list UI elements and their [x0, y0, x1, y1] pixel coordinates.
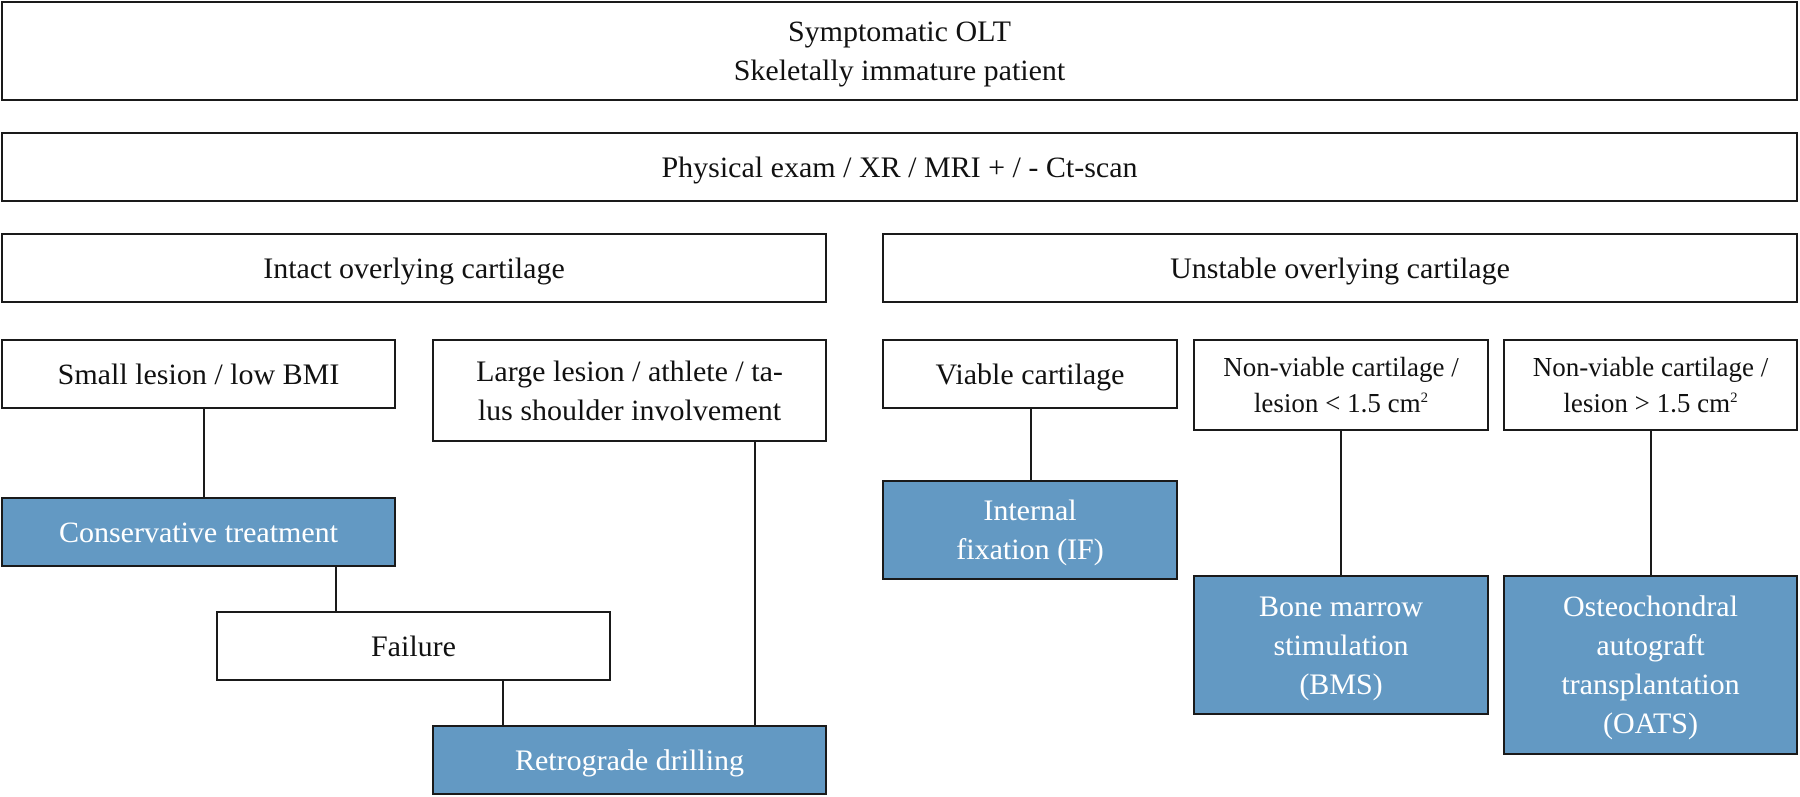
connector-large-to-retrograde: [754, 442, 756, 725]
node-nonviable-large-line2-text: lesion > 1.5 cm: [1563, 388, 1731, 418]
node-retrograde-drilling: Retrograde drilling: [432, 725, 827, 795]
node-unstable-cartilage: Unstable overlying cartilage: [882, 233, 1798, 303]
node-oats-line2: autograft: [1596, 629, 1705, 662]
node-oats-line1: Osteochondral: [1563, 590, 1738, 623]
node-nonviable-small-line1: Non-viable cartilage /: [1223, 351, 1459, 382]
node-symptomatic-olt: Symptomatic OLT Skeletally immature pati…: [1, 1, 1798, 101]
node-failure: Failure: [216, 611, 611, 681]
node-diagnostics: Physical exam / XR / MRI + / - Ct-scan: [1, 132, 1798, 202]
node-conservative-treatment: Conservative treatment: [1, 497, 396, 567]
node-oats-line4: (OATS): [1602, 707, 1698, 740]
connector-nonviable-large-to-oats: [1650, 431, 1652, 575]
node-nonviable-large-line1: Non-viable cartilage /: [1532, 351, 1769, 382]
node-retrograde-drilling-label: Retrograde drilling: [514, 743, 745, 777]
node-nonviable-small-line2: lesion < 1.5 cm2: [1223, 385, 1458, 421]
node-viable-cartilage: Viable cartilage: [882, 339, 1178, 409]
node-nonviable-large-line2: lesion > 1.5 cm2: [1533, 385, 1768, 421]
connector-viable-to-if: [1030, 409, 1032, 480]
node-failure-label: Failure: [371, 629, 456, 663]
node-nonviable-large: Non-viable cartilage / lesion > 1.5 cm2: [1503, 339, 1798, 431]
node-intact-cartilage: Intact overlying cartilage: [1, 233, 827, 303]
node-bone-marrow-stimulation: Bone marrow stimulation (BMS): [1193, 575, 1489, 715]
connector-conservative-to-failure: [335, 567, 337, 611]
node-large-lesion: Large lesion / athlete / ta- lus shoulde…: [432, 339, 827, 442]
node-bms-line1: Bone marrow: [1258, 589, 1424, 623]
node-internal-fixation-line1: Internal: [983, 494, 1077, 527]
node-intact-cartilage-label: Intact overlying cartilage: [263, 251, 565, 285]
node-symptomatic-olt-line2: Skeletally immature patient: [733, 54, 1066, 87]
node-bms-line3: (BMS): [1299, 667, 1383, 701]
node-internal-fixation-line2: fixation (IF): [956, 533, 1104, 566]
node-internal-fixation: Internal fixation (IF): [882, 480, 1178, 580]
superscript-two: 2: [1420, 390, 1429, 406]
node-oats-line3: transplantation: [1561, 668, 1740, 701]
connector-small-to-conservative: [203, 409, 205, 497]
superscript-two: 2: [1730, 390, 1738, 406]
node-symptomatic-olt-line1: Symptomatic OLT: [787, 15, 1012, 48]
node-large-lesion-line1: Large lesion / athlete / ta-: [476, 354, 783, 388]
node-unstable-cartilage-label: Unstable overlying cartilage: [1170, 251, 1510, 285]
node-small-lesion-label: Small lesion / low BMI: [57, 357, 340, 391]
node-bms-line2: stimulation: [1273, 628, 1409, 662]
connector-failure-to-retrograde: [502, 681, 504, 725]
node-small-lesion: Small lesion / low BMI: [1, 339, 396, 409]
node-nonviable-small: Non-viable cartilage / lesion < 1.5 cm2: [1193, 339, 1489, 431]
node-viable-cartilage-label: Viable cartilage: [935, 357, 1125, 391]
connector-nonviable-small-to-bms: [1340, 431, 1342, 575]
node-large-lesion-line2: lus shoulder involvement: [477, 393, 782, 427]
node-nonviable-small-line2-text: lesion < 1.5 cm: [1253, 388, 1421, 418]
node-oats: Osteochondral autograft transplantation …: [1503, 575, 1798, 755]
node-diagnostics-label: Physical exam / XR / MRI + / - Ct-scan: [661, 150, 1138, 184]
node-conservative-treatment-label: Conservative treatment: [58, 515, 339, 549]
